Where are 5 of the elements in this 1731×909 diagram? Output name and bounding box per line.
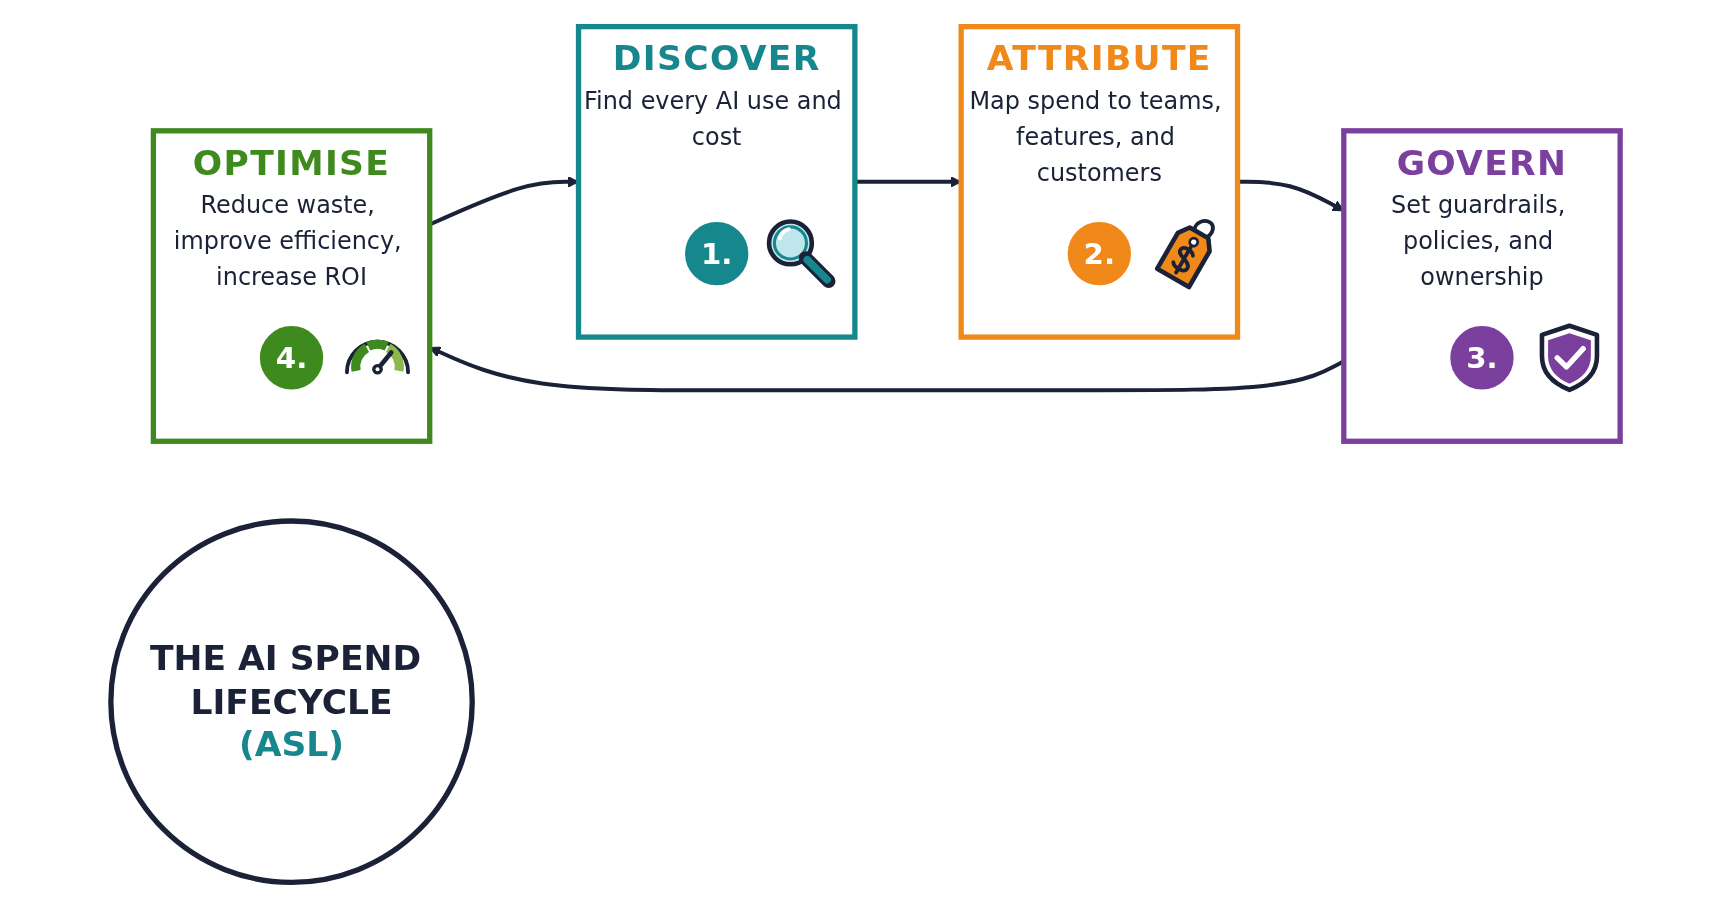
- node-circle: 2.: [1067, 221, 1131, 286]
- node-circle: THE AI SPEND LIFECYCLE (ASL): [108, 518, 475, 886]
- node-circle: 3.: [1450, 326, 1514, 390]
- node-circle: 1.: [685, 221, 749, 286]
- node-circle: 4.: [259, 326, 324, 390]
